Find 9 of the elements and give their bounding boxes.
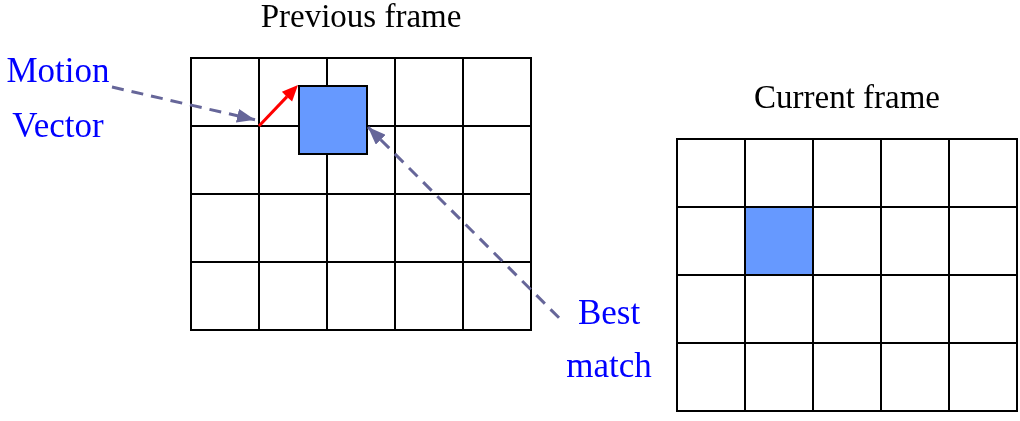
leader-arrow	[111, 85, 256, 123]
highlighted-block	[298, 85, 368, 155]
callout-label: Motion Vector	[4, 43, 112, 153]
highlighted-block	[744, 206, 814, 276]
callout-label: Best match	[559, 286, 659, 392]
frame-title: Previous frame	[260, 0, 462, 33]
leader-arrow	[366, 125, 561, 319]
frame-title: Current frame	[754, 81, 940, 114]
vector-arrow	[255, 83, 301, 129]
